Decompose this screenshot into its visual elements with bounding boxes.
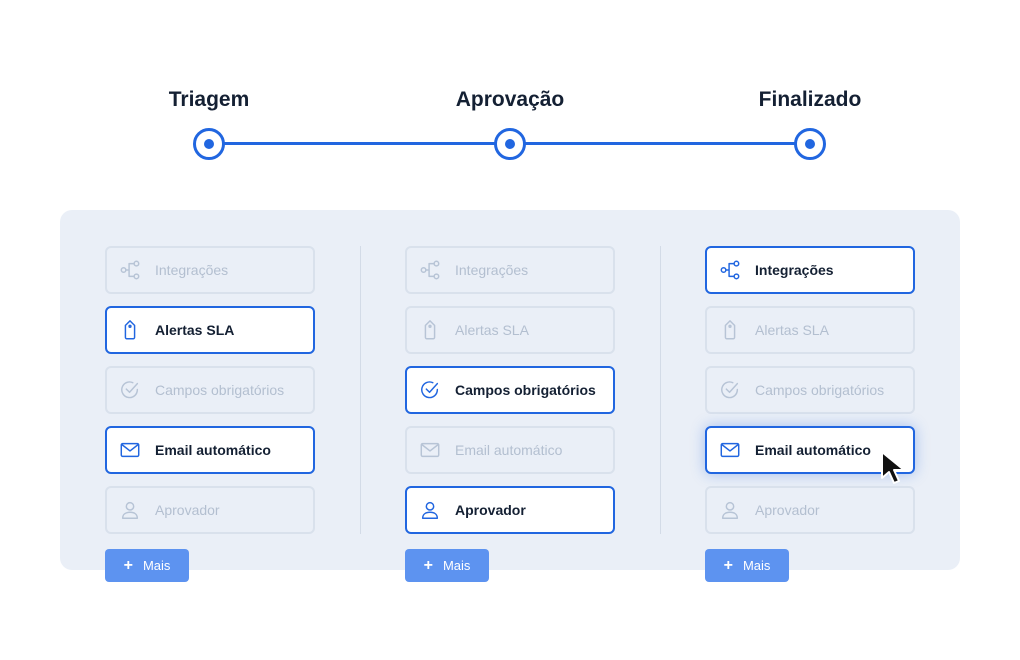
item-integracoes[interactable]: Integrações [105,246,315,294]
stage-node-aprovacao[interactable] [494,128,526,160]
item-campos-obrigatorios[interactable]: Campos obrigatórios [705,366,915,414]
check-circle-icon [719,379,741,401]
item-email-automatico[interactable]: Email automático [705,426,915,474]
item-email-automatico[interactable]: Email automático [405,426,615,474]
add-more-label: Mais [742,558,771,573]
item-campos-obrigatorios[interactable]: Campos obrigatórios [105,366,315,414]
integration-icon [119,259,141,281]
user-icon [419,499,441,521]
stage-node-triagem[interactable] [193,128,225,160]
item-label: Campos obrigatórios [455,382,596,398]
item-aprovador[interactable]: Aprovador [405,486,615,534]
item-alertas-sla[interactable]: Alertas SLA [705,306,915,354]
item-label: Campos obrigatórios [155,382,285,398]
item-label: Aprovador [455,502,526,518]
add-more-label: Mais [442,558,471,573]
item-aprovador[interactable]: Aprovador [705,486,915,534]
item-label: Integrações [155,262,229,278]
item-label: Email automático [155,442,271,458]
item-label: Alertas SLA [155,322,235,338]
item-label: Alertas SLA [755,322,829,338]
item-alertas-sla[interactable]: Alertas SLA [405,306,615,354]
item-integracoes[interactable]: Integrações [405,246,615,294]
add-more-button[interactable]: + Mais [405,549,489,582]
tag-icon [719,319,741,341]
add-more-label: Mais [142,558,171,573]
item-label: Integrações [455,262,529,278]
tag-icon [119,319,141,341]
plus-icon: + [423,556,433,574]
item-label: Aprovador [755,502,820,518]
item-integracoes[interactable]: Integrações [705,246,915,294]
item-email-automatico[interactable]: Email automático [105,426,315,474]
column-divider [360,246,361,534]
plus-icon: + [123,556,133,574]
column-triagem: Integrações Alertas SLA Campos obrigatór… [105,246,315,546]
item-campos-obrigatorios[interactable]: Campos obrigatórios [405,366,615,414]
plus-icon: + [723,556,733,574]
item-label: Aprovador [155,502,220,518]
column-divider [660,246,661,534]
mouse-pointer-icon [881,451,905,484]
item-label: Alertas SLA [455,322,529,338]
check-circle-icon [419,379,441,401]
stage-title-triagem: Triagem [168,88,250,111]
stage-title-finalizado: Finalizado [758,88,862,111]
item-aprovador[interactable]: Aprovador [105,486,315,534]
item-alertas-sla[interactable]: Alertas SLA [105,306,315,354]
mail-icon [419,439,441,461]
column-finalizado: Integrações Alertas SLA Campos obrigatór… [705,246,915,546]
item-label: Email automático [455,442,563,458]
column-aprovacao: Integrações Alertas SLA Campos obrigatór… [405,246,615,546]
add-more-button[interactable]: + Mais [705,549,789,582]
tag-icon [419,319,441,341]
check-circle-icon [119,379,141,401]
stage-title-aprovacao: Aprovação [455,88,565,111]
item-label: Campos obrigatórios [755,382,885,398]
stage-node-finalizado[interactable] [794,128,826,160]
item-label: Integrações [755,262,834,278]
integration-icon [719,259,741,281]
item-label: Email automático [755,442,871,458]
integration-icon [419,259,441,281]
mail-icon [119,439,141,461]
user-icon [719,499,741,521]
mail-icon [719,439,741,461]
user-icon [119,499,141,521]
add-more-button[interactable]: + Mais [105,549,189,582]
